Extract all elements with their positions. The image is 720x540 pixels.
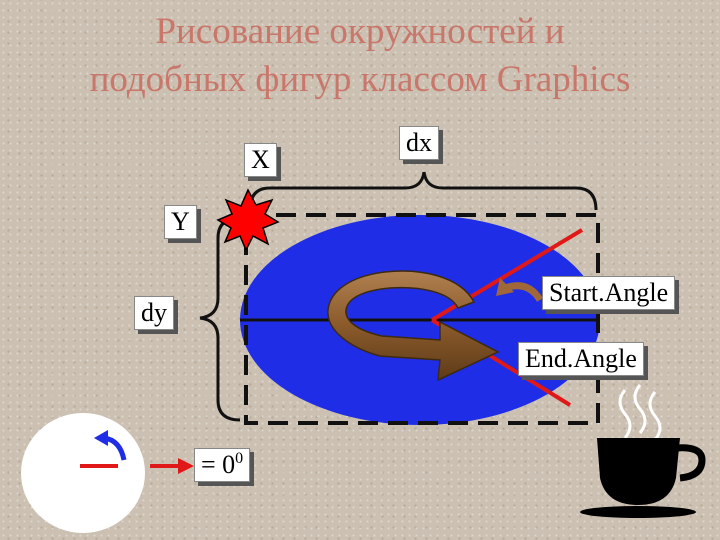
rotation-arrow bbox=[327, 270, 500, 382]
degree-superscript: 0 bbox=[235, 450, 244, 467]
end-angle-label: End.Angle bbox=[518, 342, 644, 376]
x-label: X bbox=[244, 143, 277, 177]
start-angle-curved-arrow bbox=[496, 278, 544, 302]
dy-brace bbox=[199, 216, 241, 422]
rotation-direction-icon bbox=[21, 413, 145, 533]
starburst-icon bbox=[216, 188, 280, 252]
start-angle-label: Start.Angle bbox=[542, 276, 676, 310]
slide-title: Рисование окружностей и подобных фигур к… bbox=[0, 8, 720, 104]
zero-degrees-label: = 00 bbox=[194, 448, 251, 482]
steam-icon bbox=[618, 384, 662, 441]
slide-title-line-2: подобных фигур классом Graphics bbox=[89, 59, 631, 100]
dy-label: dy bbox=[134, 296, 174, 330]
zero-degrees-prefix: = 0 bbox=[201, 450, 236, 479]
coffee-cup-icon bbox=[580, 438, 706, 518]
slide-title-line-1: Рисование окружностей и bbox=[155, 11, 565, 52]
dx-brace bbox=[248, 171, 598, 211]
zero-angle-arrow bbox=[150, 458, 194, 474]
dx-label: dx bbox=[399, 126, 439, 160]
y-label: Y bbox=[164, 205, 197, 239]
